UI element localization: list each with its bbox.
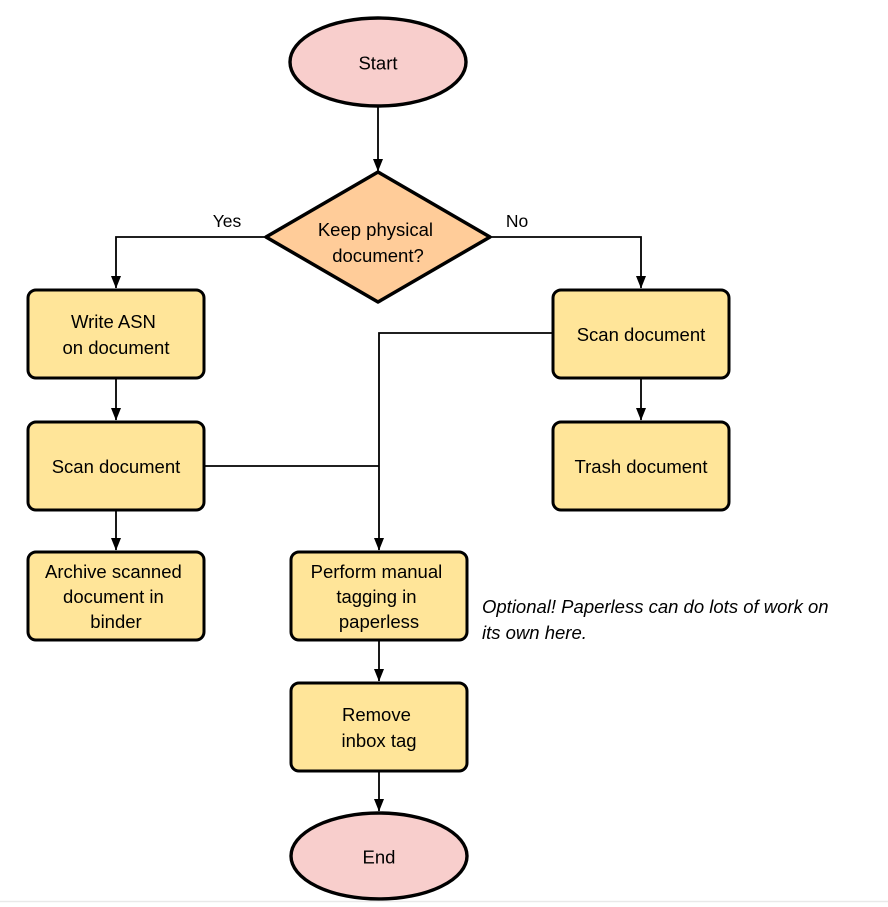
edge-decision-no [490, 236, 646, 289]
node-write-asn: Write ASN on document [26, 288, 206, 380]
start-ellipse [288, 16, 468, 108]
annotation-line: Optional! Paperless can do lots of work … [482, 596, 829, 617]
tagging-label: Perform manual tagging in paperless [311, 561, 448, 632]
scan-left-label-line: Scan document [52, 456, 181, 477]
end-ellipse [289, 811, 469, 901]
node-tagging: Perform manual tagging in paperless [289, 550, 469, 642]
write-asn-label: Write ASN on document [63, 311, 170, 358]
edge-label-no: No [506, 211, 528, 231]
scan-left-box [26, 420, 206, 512]
archive-label-line: Archive scanned [45, 561, 182, 582]
write-asn-label-line: on document [63, 337, 170, 358]
trash-label-line: Trash document [575, 456, 708, 477]
trash-label: Trash document [575, 456, 708, 477]
decision-label-line: Keep physical [318, 219, 433, 240]
end-label: End [363, 847, 396, 868]
edge-decision-yes [111, 236, 266, 289]
write-asn-label-line: Write ASN [71, 311, 156, 332]
archive-label-line: document in [63, 586, 164, 607]
remove-inbox-label-line: inbox tag [341, 730, 416, 751]
tagging-label-line: tagging in [336, 586, 416, 607]
decision-diamond [264, 170, 492, 304]
scan-left-label: Scan document [52, 456, 181, 477]
start-label: Start [358, 53, 397, 74]
tagging-box [289, 550, 469, 642]
decision-label: Keep physical document? [318, 219, 438, 266]
trash-box [551, 420, 731, 512]
node-remove-inbox: Remove inbox tag [289, 681, 469, 773]
decision-label-line: document? [332, 245, 424, 266]
node-start: Start [288, 16, 468, 108]
node-decision: Keep physical document? [264, 170, 492, 304]
scan-right-label-line: Scan document [577, 324, 706, 345]
scan-right-box [551, 288, 731, 380]
node-scan-left: Scan document [26, 420, 206, 512]
annotation-optional: Optional! Paperless can do lots of work … [482, 596, 834, 643]
node-end: End [289, 811, 469, 901]
remove-inbox-label-line: Remove [342, 704, 411, 725]
tagging-label-line: Perform manual [311, 561, 443, 582]
node-archive: Archive scanned document in binder [26, 550, 206, 642]
node-scan-right: Scan document [551, 288, 731, 380]
scan-right-label: Scan document [577, 324, 706, 345]
archive-box [26, 550, 206, 642]
write-asn-box [26, 288, 206, 380]
remove-inbox-box [289, 681, 469, 773]
edge-label-yes: Yes [213, 211, 242, 231]
archive-label-line: binder [90, 611, 141, 632]
edges: Yes No [111, 107, 646, 812]
tagging-label-line: paperless [339, 611, 419, 632]
remove-inbox-label: Remove inbox tag [341, 704, 416, 751]
edge-scanright-to-tagging [374, 332, 553, 551]
archive-label: Archive scanned document in binder [45, 561, 187, 632]
node-trash: Trash document [551, 420, 731, 512]
annotation-line: its own here. [482, 622, 587, 643]
